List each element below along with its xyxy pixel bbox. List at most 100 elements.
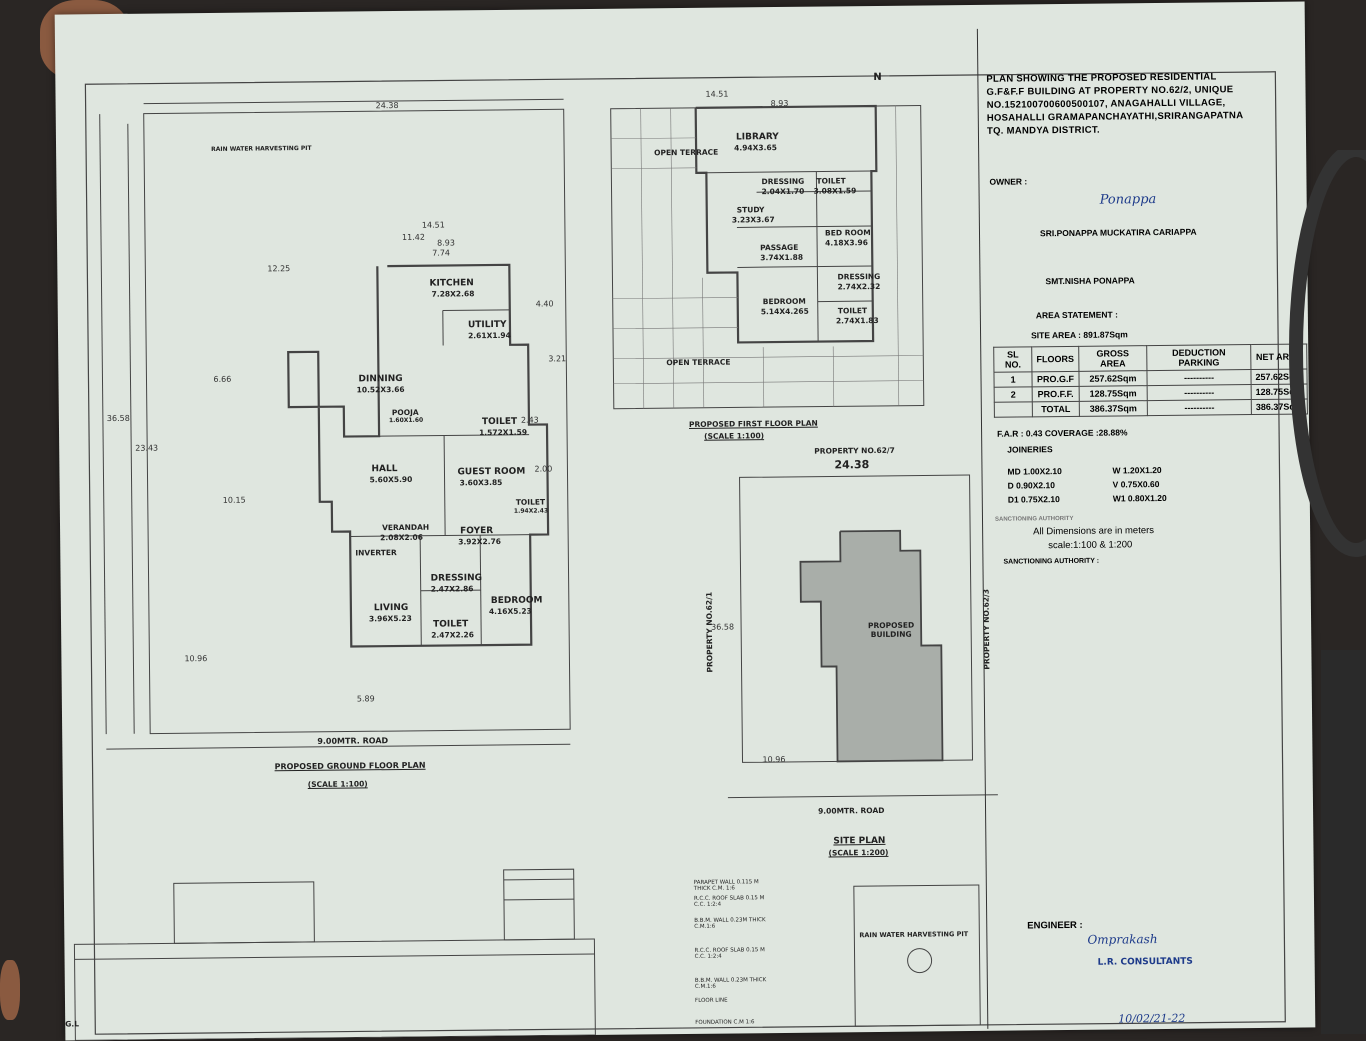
dim: 3.21 xyxy=(548,354,566,363)
room-name: OPEN TERRACE xyxy=(654,148,718,158)
col-header: FLOORS xyxy=(1032,346,1079,371)
plan-title: PROPOSED FIRST FLOOR PLAN xyxy=(689,419,818,429)
dim: 8.93 xyxy=(437,238,455,247)
dim: 14.51 xyxy=(422,220,445,229)
room-size: 3.92X2.76 xyxy=(458,537,501,546)
site-area: SITE AREA : 891.87Sqm xyxy=(1031,329,1128,340)
room-size: 1.572X1.59 xyxy=(479,428,527,438)
room-name: VERANDAH xyxy=(382,523,429,532)
col-header: SL NO. xyxy=(994,347,1032,372)
room-size: 4.18X3.96 xyxy=(825,238,868,247)
room-name: OPEN TERRACE xyxy=(666,358,730,368)
engineer-stamp: L.R. CONSULTANTS xyxy=(1098,957,1193,968)
room-name: INVERTER xyxy=(355,548,397,557)
room-size: 3.60X3.85 xyxy=(460,478,503,487)
room-name: TOILET xyxy=(482,417,517,427)
room-name: BEDROOM xyxy=(763,297,806,306)
owner-label: OWNER : xyxy=(989,176,1027,186)
plan-scale: (SCALE 1:100) xyxy=(308,779,368,789)
dim: 2.00 xyxy=(534,464,552,473)
room-name: TOILET xyxy=(516,497,545,506)
dim: 10.96 xyxy=(762,755,785,764)
room-name: HALL xyxy=(371,464,397,474)
room-name: GUEST ROOM xyxy=(457,467,525,478)
room-size: 3.08X1.59 xyxy=(814,186,857,195)
table-row: TOTAL 386.37Sqm ---------- 386.37Sqm xyxy=(994,399,1307,417)
section-note: FLOOR LINE xyxy=(695,998,728,1004)
engineer-label: ENGINEER : xyxy=(1027,920,1083,932)
col-header: GROSS AREA xyxy=(1078,346,1147,372)
engineer-signature: Omprakash xyxy=(1087,932,1157,947)
room-size: 2.47X2.86 xyxy=(431,584,474,593)
joinery: V 0.75X0.60 xyxy=(1113,479,1160,489)
section-note: B.B.M. WALL 0.23M THICK C.M.1:6 xyxy=(694,917,774,930)
dim: 8.93 xyxy=(771,99,789,108)
room-size: 2.61X1.94 xyxy=(468,331,511,340)
room-name: TOILET xyxy=(838,306,867,315)
area-table: SL NO. FLOORS GROSS AREA DEDUCTION PARKI… xyxy=(993,343,1308,417)
area-statement-label: AREA STATEMENT : xyxy=(1036,309,1118,320)
dim: 2.43 xyxy=(521,416,539,425)
room-size: 2.74X2.32 xyxy=(838,282,881,291)
cell: 2 xyxy=(994,387,1032,402)
sanctioning-top: SANCTIONING AUTHORITY xyxy=(995,516,1074,523)
section-note: R.C.C. ROOF SLAB 0.15 M C.C. 1:2:4 xyxy=(694,947,774,960)
cell: PRO.G.F xyxy=(1032,371,1079,386)
property-label: PROPERTY NO.62/7 xyxy=(814,446,895,456)
room-name: DRESSING xyxy=(431,573,482,584)
north-arrow: N xyxy=(873,72,881,83)
photographer-hand xyxy=(0,960,20,1020)
blueprint-sheet: RAIN WATER HARVESTING PIT 24.38 14.51 11… xyxy=(55,1,1316,1040)
room-size: 10.52X3.66 xyxy=(357,385,405,395)
section-note: FOUNDATION C.M 1:6 xyxy=(695,1019,754,1026)
dim: 12.25 xyxy=(267,264,290,273)
plan-scale: (SCALE 1:100) xyxy=(704,431,764,441)
cell: 386.37Sqm xyxy=(1079,401,1148,417)
room-name: DRESSING xyxy=(837,272,880,281)
joinery: W1 0.80X1.20 xyxy=(1113,493,1167,504)
cell: ---------- xyxy=(1147,370,1251,386)
owner-name: SRI.PONAPPA MUCKATIRA CARIAPPA xyxy=(1040,227,1197,239)
room-size: 2.08X2.06 xyxy=(380,533,423,542)
col-header: DEDUCTION PARKING xyxy=(1147,345,1251,371)
room-name: FOYER xyxy=(460,526,493,536)
room-size: 4.16X5.23 xyxy=(489,607,532,616)
room-size: 1.60X1.60 xyxy=(389,417,423,424)
date: 10/02/21-22 xyxy=(1118,1012,1185,1026)
dim: 4.40 xyxy=(536,299,554,308)
building-label: PROPOSED BUILDING xyxy=(861,621,921,640)
room-size: 1.94X2.43 xyxy=(514,507,548,514)
room-name: LIVING xyxy=(374,603,408,613)
rwh-label: RAIN WATER HARVESTING PIT xyxy=(211,145,312,153)
sanctioning-label: SANCTIONING AUTHORITY : xyxy=(1003,558,1099,566)
room-size: 2.74X1.83 xyxy=(836,316,879,325)
joineries-label: JOINERIES xyxy=(1007,444,1052,454)
room-size: 2.47X2.26 xyxy=(431,630,474,639)
room-size: 2.04X1.70 xyxy=(762,187,805,196)
section-note: R.C.C. ROOF SLAB 0.15 M C.C. 1:2:4 xyxy=(694,895,774,908)
plan-scale: (SCALE 1:200) xyxy=(828,848,888,858)
owner-name: SMT.NISHA PONAPPA xyxy=(1045,275,1134,286)
cell xyxy=(994,402,1032,417)
joinery: D 0.90X2.10 xyxy=(1008,480,1055,490)
cell: ---------- xyxy=(1147,400,1251,416)
dim: 36.58 xyxy=(711,622,734,631)
room-name: POOJA xyxy=(392,408,419,417)
cell: 128.75Sqm xyxy=(1079,386,1148,402)
title-heading: PLAN SHOWING THE PROPOSED RESIDENTIAL G.… xyxy=(986,70,1257,138)
dim: 7.74 xyxy=(432,248,450,257)
dimension-note: All Dimensions are in meters xyxy=(1033,525,1154,537)
dim: 23.43 xyxy=(135,444,158,453)
room-size: 3.23X3.67 xyxy=(732,215,775,224)
dim: 11.42 xyxy=(402,233,425,242)
room-name: DINNING xyxy=(358,374,402,384)
road-label: 9.00MTR. ROAD xyxy=(818,806,885,816)
dim: 14.51 xyxy=(705,90,728,99)
property-label: PROPERTY NO.62/1 xyxy=(705,592,715,673)
room-size: 7.28X2.68 xyxy=(432,289,475,298)
joinery: D1 0.75X2.10 xyxy=(1008,494,1060,505)
room-name: DRESSING xyxy=(761,177,804,186)
cell: 257.62Sqm xyxy=(1079,371,1148,387)
room-name: STUDY xyxy=(737,205,765,214)
scale-note: scale:1:100 & 1:200 xyxy=(1048,539,1132,551)
